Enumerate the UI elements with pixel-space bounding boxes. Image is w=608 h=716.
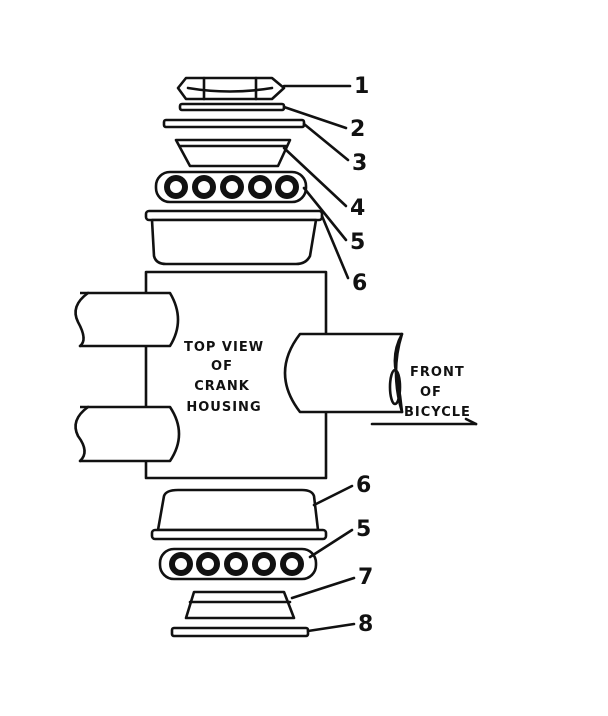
- housing-label: TOP VIEW OF CRANK HOUSING: [184, 340, 264, 415]
- part-number-7: 7: [358, 565, 373, 590]
- part-number-6-top: 6: [352, 271, 367, 296]
- direction-label: FRONT OF BICYCLE: [404, 365, 471, 420]
- part-number-3: 3: [352, 151, 367, 176]
- leader-lines: [282, 84, 356, 633]
- ball-bearing-retainer-bottom: [158, 547, 318, 581]
- bearing-cup-top: [144, 209, 324, 266]
- keyed-washer: [162, 118, 306, 129]
- direction-label-line-3: BICYCLE: [404, 405, 471, 420]
- housing-label-line-4: HOUSING: [186, 400, 261, 415]
- part-number-4: 4: [350, 196, 365, 221]
- part-number-5-top: 5: [350, 230, 365, 255]
- part-number-8: 8: [358, 612, 373, 637]
- washer: [178, 102, 286, 112]
- part-number-1: 1: [354, 74, 369, 99]
- down-tube: [283, 332, 404, 414]
- spacer: [170, 626, 310, 638]
- part-number-5-bottom: 5: [356, 517, 371, 542]
- part-numbers: 1 2 3 4 5 6 6 5 7 8: [350, 74, 373, 637]
- housing-label-line-1: TOP VIEW: [184, 340, 264, 355]
- front-arrow: [370, 417, 478, 426]
- direction-label-line-1: FRONT: [410, 365, 465, 380]
- fixed-cone: [184, 590, 296, 620]
- chainstay-tube-lower: [74, 405, 181, 463]
- part-number-6-bottom: 6: [356, 473, 371, 498]
- housing-label-line-3: CRANK: [194, 379, 250, 394]
- adjustable-cone: [174, 138, 292, 168]
- chainstay-tube-upper: [74, 291, 180, 348]
- direction-label-line-2: OF: [420, 385, 442, 400]
- part-number-2: 2: [350, 117, 365, 142]
- lock-nut: [176, 76, 286, 101]
- bearing-cup-bottom: [150, 488, 328, 541]
- housing-label-line-2: OF: [211, 359, 233, 374]
- ball-bearing-retainer-top: [154, 170, 308, 204]
